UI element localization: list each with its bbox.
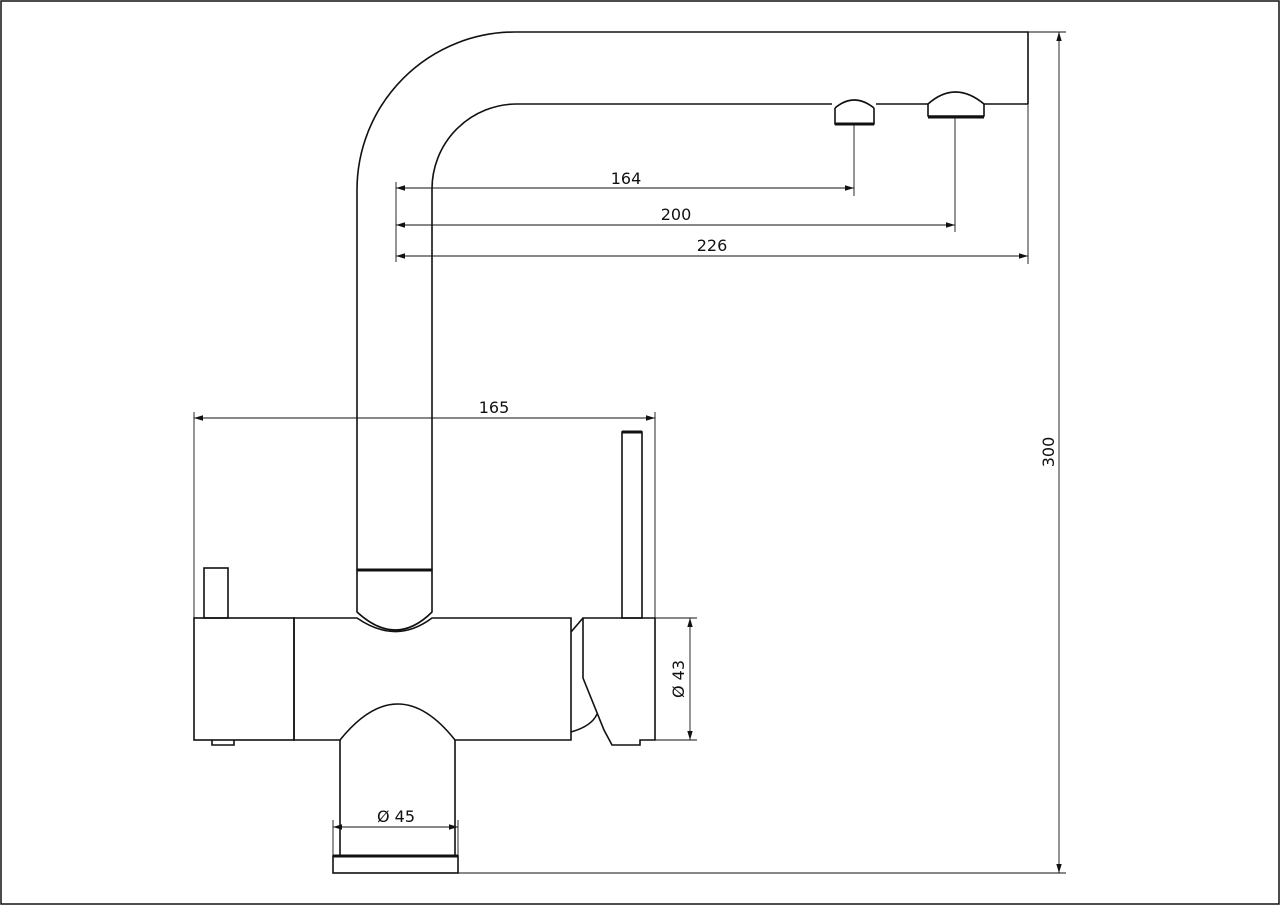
dimension-164: 164 bbox=[396, 124, 855, 196]
dim-label-dia-45: Ø 45 bbox=[377, 807, 415, 826]
dimension-226: 226 bbox=[396, 104, 1029, 264]
dim-label-300: 300 bbox=[1039, 437, 1058, 468]
dim-label-226: 226 bbox=[697, 236, 728, 255]
outlet-nozzle-2 bbox=[927, 91, 985, 119]
dimension-300: 300 bbox=[458, 31, 1066, 874]
dimension-dia-45: Ø 45 bbox=[332, 807, 459, 856]
dim-label-200: 200 bbox=[661, 205, 692, 224]
dim-label-164: 164 bbox=[611, 169, 642, 188]
dimension-dia-43: Ø 43 bbox=[655, 617, 697, 741]
dimension-165: 165 bbox=[193, 398, 656, 618]
faucet-body bbox=[193, 430, 656, 874]
outlet-nozzle-1 bbox=[834, 99, 875, 126]
dim-label-dia-43: Ø 43 bbox=[669, 660, 688, 698]
spout bbox=[356, 31, 1029, 570]
dim-label-165: 165 bbox=[479, 398, 510, 417]
dimension-200: 200 bbox=[396, 117, 956, 232]
